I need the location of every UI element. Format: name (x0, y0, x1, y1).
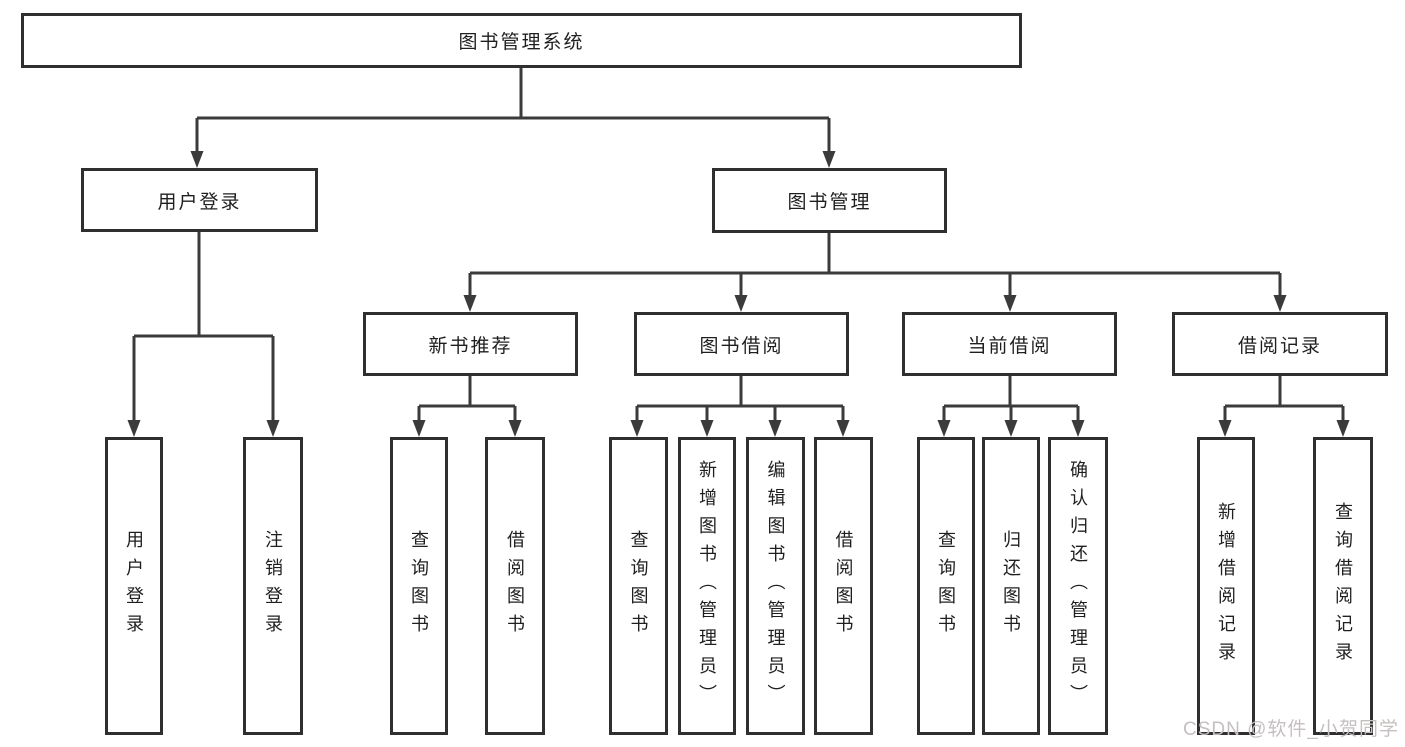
node-borrow-edit-books-admin: 编辑图书（管理员） (746, 437, 805, 735)
node-current-borrow: 当前借阅 (902, 312, 1117, 376)
node-label: 借阅图书 (505, 530, 525, 642)
node-user-login-leaf: 用户登录 (105, 437, 163, 735)
node-label: 新增图书（管理员） (697, 460, 717, 712)
connector-book-borrow-arrowheads (630, 420, 850, 437)
node-label: 查询图书 (628, 530, 649, 642)
node-label: 查询图书 (409, 530, 429, 642)
connector-borrow-records-arrowheads (1218, 420, 1350, 437)
node-records-add-record: 新增借阅记录 (1197, 437, 1255, 735)
node-current-return-books: 归还图书 (982, 437, 1040, 735)
connector-book-mgmt-arrowheads (463, 295, 1287, 312)
connector-book-borrow-to-leaves (635, 376, 845, 422)
arrow-down-icon (463, 295, 477, 312)
node-label: 查询借阅记录 (1333, 502, 1353, 670)
node-label: 查询图书 (936, 530, 956, 642)
connector-book-mgmt-to-level2 (468, 233, 1282, 297)
connector-root-to-level1 (195, 68, 831, 153)
connector-user-login-arrowheads (127, 420, 280, 437)
watermark: CSDN @软件_小贺同学 (1183, 719, 1399, 740)
connector-current-borrow-to-leaves (942, 376, 1080, 422)
connector-current-borrow-arrowheads (937, 420, 1085, 437)
arrow-down-icon (822, 151, 836, 168)
connector-borrow-records-to-leaves (1223, 376, 1345, 422)
arrow-down-icon (937, 420, 951, 437)
node-newbook-query-books: 查询图书 (390, 437, 448, 735)
arrow-down-icon (1273, 295, 1287, 312)
arrow-down-icon (1003, 295, 1017, 312)
arrow-down-icon (768, 420, 782, 437)
node-root: 图书管理系统 (21, 13, 1022, 68)
node-logout-leaf: 注销登录 (243, 437, 303, 735)
node-label: 借阅图书 (833, 530, 854, 642)
arrow-down-icon (127, 420, 141, 437)
arrow-down-icon (508, 420, 522, 437)
node-current-query-books: 查询图书 (917, 437, 975, 735)
arrow-down-icon (836, 420, 850, 437)
node-borrow-records: 借阅记录 (1172, 312, 1388, 376)
node-new-book-recommend: 新书推荐 (363, 312, 578, 376)
node-current-confirm-return-admin: 确认归还（管理员） (1048, 437, 1108, 735)
arrow-down-icon (1071, 420, 1085, 437)
arrow-down-icon (412, 420, 426, 437)
node-user-login: 用户登录 (81, 168, 318, 232)
node-borrow-borrow-books: 借阅图书 (814, 437, 873, 735)
arrow-down-icon (266, 420, 280, 437)
node-label: 新增借阅记录 (1216, 502, 1236, 670)
node-label: 注销登录 (263, 530, 283, 642)
node-borrow-query-books: 查询图书 (609, 437, 668, 735)
arrow-down-icon (700, 420, 714, 437)
arrow-down-icon (734, 295, 748, 312)
node-borrow-add-books-admin: 新增图书（管理员） (678, 437, 736, 735)
connector-root-arrowheads (190, 151, 836, 168)
node-records-query-record: 查询借阅记录 (1313, 437, 1373, 735)
node-label: 编辑图书（管理员） (765, 460, 786, 712)
arrow-down-icon (190, 151, 204, 168)
node-label: 用户登录 (124, 530, 144, 642)
node-label: 归还图书 (1001, 530, 1021, 642)
arrow-down-icon (630, 420, 644, 437)
node-book-management: 图书管理 (712, 168, 947, 233)
node-book-borrow: 图书借阅 (634, 312, 849, 376)
arrow-down-icon (1004, 420, 1018, 437)
arrow-down-icon (1218, 420, 1232, 437)
connector-new-book-to-leaves (417, 376, 517, 422)
connector-new-book-arrowheads (412, 420, 522, 437)
node-newbook-borrow-books: 借阅图书 (485, 437, 545, 735)
arrow-down-icon (1336, 420, 1350, 437)
connector-user-login-to-leaves (132, 232, 275, 422)
node-label: 确认归还（管理员） (1068, 460, 1088, 712)
